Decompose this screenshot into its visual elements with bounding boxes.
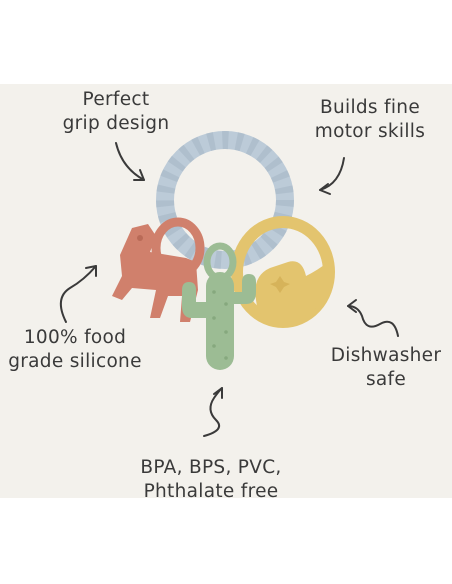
dishwasher-safe-label: Dishwasher safe — [322, 344, 450, 392]
bpa-line-1: BPA, BPS, PVC, — [140, 457, 282, 478]
cowboy-hat-teether — [231, 216, 335, 328]
cactus-teether — [182, 242, 256, 370]
grip-line-1: Perfect — [82, 89, 150, 110]
curved-arrow-icon — [115, 142, 145, 181]
teething-ring — [156, 131, 294, 269]
dishwasher-line-1: Dishwasher — [330, 345, 442, 366]
motor-line-1: Builds fine — [319, 97, 421, 118]
curved-arrow-icon — [203, 387, 223, 437]
bpa-line-2: Phthalate free — [143, 481, 279, 502]
food-line-1: 100% food — [23, 327, 127, 348]
perfect-grip-design-label: Perfect grip design — [56, 88, 176, 136]
curved-arrow-icon — [319, 157, 345, 195]
food-grade-silicone-label: 100% food grade silicone — [0, 326, 150, 374]
grip-line-2: grip design — [62, 113, 170, 134]
curved-arrow-icon — [347, 299, 399, 337]
food-line-2: grade silicone — [8, 351, 142, 372]
dishwasher-line-2: safe — [365, 369, 407, 390]
bpa-free-label: BPA, BPS, PVC, Phthalate free — [116, 456, 306, 504]
horse-teether — [112, 217, 205, 322]
curved-arrow-icon — [59, 265, 97, 323]
motor-line-2: motor skills — [314, 121, 426, 142]
fine-motor-skills-label: Builds fine motor skills — [300, 96, 440, 144]
